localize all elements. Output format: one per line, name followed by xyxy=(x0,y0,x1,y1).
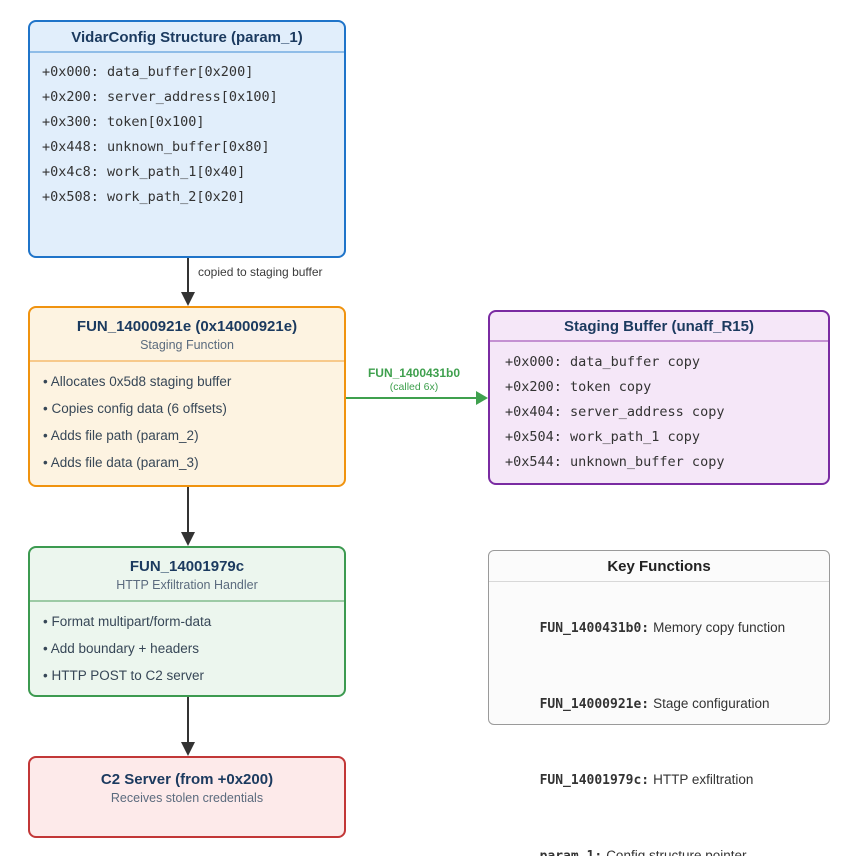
function-desc: HTTP exfiltration xyxy=(653,772,754,787)
vidarconfig-structure-box: VidarConfig Structure (param_1) +0x000: … xyxy=(28,20,346,258)
key-functions-body: FUN_1400431b0:Memory copy function FUN_1… xyxy=(489,582,829,856)
staging-function-box: FUN_14000921e (0x14000921e) Staging Func… xyxy=(28,306,346,487)
arrow-config-to-staging xyxy=(187,258,189,292)
arrow-right-head xyxy=(476,391,488,405)
bullet-item: • Allocates 0x5d8 staging buffer xyxy=(43,374,232,389)
bullet-item: • HTTP POST to C2 server xyxy=(43,668,205,683)
staging-buffer-box: Staging Buffer (unaff_R15) +0x000: data_… xyxy=(488,310,830,485)
exfil-handler-header: FUN_14001979c HTTP Exfiltration Handler xyxy=(30,548,344,602)
bullet-item: • Add boundary + headers xyxy=(43,641,199,656)
staging-function-header: FUN_14000921e (0x14000921e) Staging Func… xyxy=(30,308,344,362)
offset-row: +0x508: work_path_2[0x20] xyxy=(42,189,246,205)
offset-row: +0x544: unknown_buffer copy xyxy=(505,454,725,470)
arrow-exfil-to-c2 xyxy=(187,697,189,742)
function-desc: Memory copy function xyxy=(653,620,786,635)
memcpy-function-name: FUN_1400431b0 xyxy=(367,366,461,380)
edge-label-copied: copied to staging buffer xyxy=(198,265,323,279)
function-name: FUN_14001979c: xyxy=(539,773,650,788)
c2-server-box: C2 Server (from +0x200) Receives stolen … xyxy=(28,756,346,838)
offset-row: +0x200: token copy xyxy=(505,379,652,395)
offset-row: +0x300: token[0x100] xyxy=(42,114,205,130)
arrow-down-head xyxy=(181,292,195,306)
vidarconfig-body: +0x000: data_buffer[0x200] +0x200: serve… xyxy=(30,53,344,210)
offset-row: +0x000: data_buffer[0x200] xyxy=(42,64,254,80)
arrow-staging-to-exfil xyxy=(187,487,189,532)
function-desc: Stage configuration xyxy=(653,696,770,711)
bullet-item: • Adds file path (param_2) xyxy=(43,428,199,443)
arrow-memcpy xyxy=(346,397,476,399)
staging-buffer-header: Staging Buffer (unaff_R15) xyxy=(490,312,828,342)
vidarconfig-header: VidarConfig Structure (param_1) xyxy=(30,22,344,53)
function-name: FUN_1400431b0: xyxy=(539,621,650,636)
key-functions-title: Key Functions xyxy=(607,558,711,575)
staging-function-body: • Allocates 0x5d8 staging buffer • Copie… xyxy=(30,362,344,476)
key-function-item: FUN_14000921e:Stage configuration xyxy=(504,666,819,742)
offset-row: +0x200: server_address[0x100] xyxy=(42,89,278,105)
arrow-down-head xyxy=(181,532,195,546)
staging-function-subtitle: Staging Function xyxy=(140,338,234,352)
bullet-item: • Format multipart/form-data xyxy=(43,614,212,629)
exfil-handler-box: FUN_14001979c HTTP Exfiltration Handler … xyxy=(28,546,346,697)
offset-row: +0x4c8: work_path_1[0x40] xyxy=(42,164,246,180)
key-functions-box: Key Functions FUN_1400431b0:Memory copy … xyxy=(488,550,830,856)
staging-function-title: FUN_14000921e (0x14000921e) xyxy=(76,318,298,335)
offset-row: +0x448: unknown_buffer[0x80] xyxy=(42,139,270,155)
function-name: FUN_14000921e: xyxy=(539,697,650,712)
key-functions-header: Key Functions xyxy=(489,551,829,582)
memcpy-call-count: (called 6x) xyxy=(389,381,439,393)
c2-server-title: C2 Server (from +0x200) xyxy=(100,771,274,788)
arrow-down-head xyxy=(181,742,195,756)
staging-buffer-body: +0x000: data_buffer copy +0x200: token c… xyxy=(490,342,828,475)
exfil-handler-title: FUN_14001979c xyxy=(129,558,245,575)
key-function-item: param_1:Config structure pointer xyxy=(504,818,819,856)
key-function-item: FUN_14001979c:HTTP exfiltration xyxy=(504,742,819,818)
exfil-handler-body: • Format multipart/form-data • Add bound… xyxy=(30,602,344,689)
function-desc: Config structure pointer xyxy=(606,848,747,856)
exfil-handler-subtitle: HTTP Exfiltration Handler xyxy=(116,578,258,592)
edge-label-memcpy: FUN_1400431b0 (called 6x) xyxy=(352,366,476,394)
staging-buffer-title: Staging Buffer (unaff_R15) xyxy=(563,318,754,335)
vidarconfig-title: VidarConfig Structure (param_1) xyxy=(71,29,303,46)
c2-server-subtitle: Receives stolen credentials xyxy=(110,791,264,805)
bullet-item: • Adds file data (param_3) xyxy=(43,455,199,470)
offset-row: +0x504: work_path_1 copy xyxy=(505,429,701,445)
c2-server-header: C2 Server (from +0x200) Receives stolen … xyxy=(30,758,344,805)
offset-row: +0x000: data_buffer copy xyxy=(505,354,701,370)
bullet-item: • Copies config data (6 offsets) xyxy=(43,401,227,416)
offset-row: +0x404: server_address copy xyxy=(505,404,725,420)
function-name: param_1: xyxy=(540,849,603,856)
key-function-item: FUN_1400431b0:Memory copy function xyxy=(504,590,819,666)
